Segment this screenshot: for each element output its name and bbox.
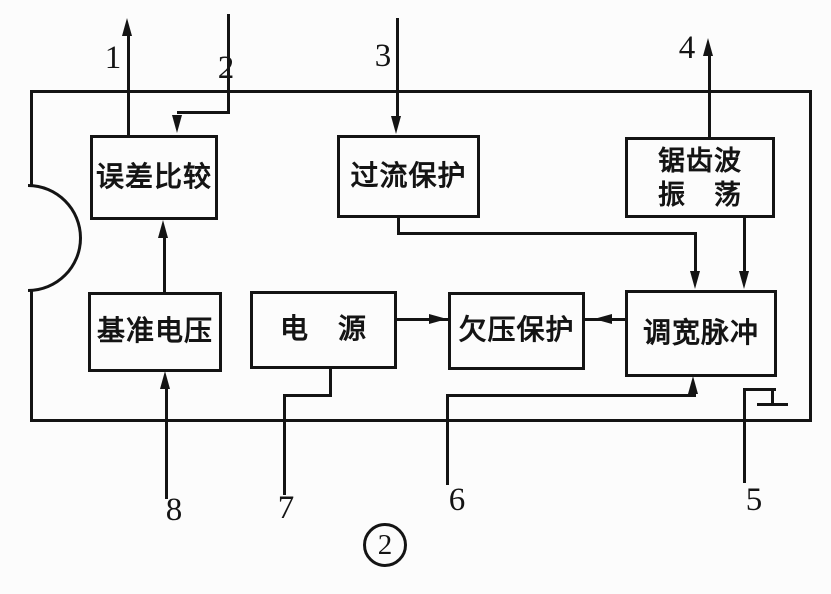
- block-sawtooth-oscillator: 锯齿波 振 荡: [625, 137, 775, 218]
- arrowhead-down-pin2: [172, 115, 182, 133]
- pin-label-1: 1: [104, 40, 122, 76]
- wire-pin4: [708, 52, 711, 138]
- figure-number-badge: 2: [363, 523, 407, 567]
- wire-power-to-uvp: [397, 318, 448, 321]
- pin-label-5: 5: [745, 482, 763, 518]
- wire-pin6-vertical: [446, 396, 449, 485]
- pin-label-4: 4: [678, 30, 696, 66]
- arrowhead-left-uvp-pwm: [594, 314, 612, 324]
- wire-pin7-horizontal: [283, 394, 332, 397]
- arrowhead-up-pin4: [703, 38, 713, 56]
- block-undervoltage-protection: 欠压保护: [448, 292, 585, 370]
- block-label-undervoltage-protection: 欠压保护: [458, 315, 575, 347]
- block-label-reference-voltage: 基准电压: [96, 316, 213, 348]
- wire-pin6-horizontal: [446, 394, 696, 397]
- block-label-error-comparator: 误差比较: [95, 161, 212, 193]
- pin-label-7: 7: [277, 490, 295, 526]
- ground-icon-stub: [771, 391, 774, 404]
- arrowhead-up-ref-to-error: [158, 220, 168, 238]
- wire-saw-to-pwm: [743, 218, 746, 273]
- block-overcurrent-protection: 过流保护: [337, 135, 480, 218]
- block-label-pwm-pulse: 调宽脉冲: [642, 317, 759, 349]
- pin-label-6: 6: [448, 482, 466, 518]
- arrowhead-up-pin6-to-pwm: [688, 376, 698, 394]
- block-label-sawtooth-line1: 锯齿波: [658, 145, 742, 176]
- wire-pin3: [396, 18, 399, 118]
- wire-pin5-horizontal: [743, 388, 776, 391]
- block-label-overcurrent-protection: 过流保护: [350, 160, 467, 192]
- wire-pin5-vertical: [743, 390, 746, 483]
- pin-label-8: 8: [165, 492, 183, 528]
- wire-pin1: [127, 32, 130, 135]
- figure-number: 2: [377, 528, 393, 561]
- arrowhead-down-saw-to-pwm: [739, 271, 749, 289]
- wire-ocp-drop: [397, 218, 400, 235]
- ground-icon-bar: [757, 403, 788, 406]
- block-pwm-pulse: 调宽脉冲: [625, 290, 777, 377]
- arrowhead-right-power-to-uvp: [429, 314, 447, 324]
- wire-ocp-to-pwm-horizontal: [397, 232, 697, 235]
- wire-pin6-stub: [693, 391, 696, 397]
- wire-pin7-stub: [329, 368, 332, 397]
- pin-label-2: 2: [217, 50, 235, 86]
- wire-pin2-vertical: [227, 14, 230, 114]
- block-error-comparator: 误差比较: [90, 135, 218, 220]
- block-label-sawtooth-line2: 振 荡: [658, 179, 742, 210]
- block-label-power-supply: 电 源: [279, 314, 367, 346]
- wire-pin8: [165, 387, 168, 499]
- arrowhead-up-pin8: [160, 371, 170, 389]
- pin-label-3: 3: [374, 38, 392, 74]
- block-reference-voltage: 基准电压: [88, 292, 222, 372]
- block-power-supply: 电 源: [250, 291, 397, 369]
- arrowhead-down-pin3: [391, 116, 401, 134]
- wire-pin2-horizontal: [177, 111, 230, 114]
- arrowhead-up-pin1: [122, 18, 132, 36]
- wire-ocp-to-pwm-vertical: [694, 232, 697, 273]
- arrowhead-down-ocp-to-pwm: [690, 271, 700, 289]
- wire-pin7-vertical: [283, 396, 286, 495]
- wire-ref-to-error: [163, 236, 166, 292]
